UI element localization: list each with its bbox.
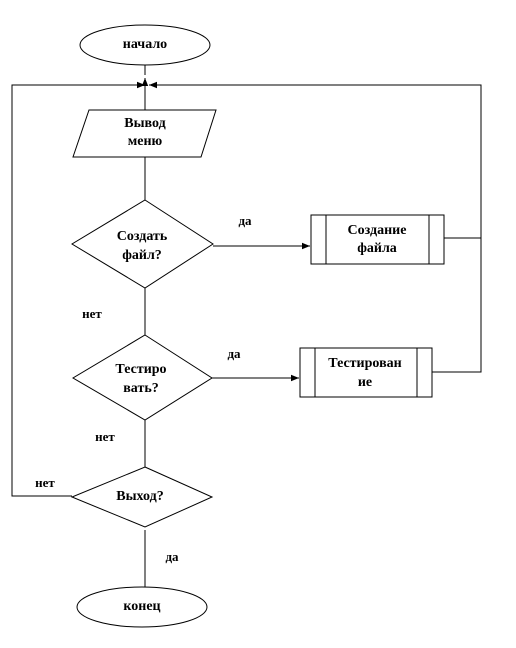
create-process-line1: Создание [348,223,407,238]
connector-test-return [432,238,482,373]
edge-label-test-no: нет [95,429,115,444]
create-process-line2: файла [357,241,397,256]
connectors [11,65,482,590]
test-decision: Тестиро вать? [72,334,213,421]
create-decision: Создать файл? [71,199,214,289]
menu-label-line1: Вывод [124,116,165,131]
test-process: Тестирован ие [299,347,433,398]
create-decision-line1: Создать [117,229,168,244]
create-decision-line2: файл? [122,248,162,263]
test-decision-line1: Тестиро [115,362,166,377]
connector-exit-no-loop [11,81,145,497]
test-process-line1: Тестирован [328,356,401,371]
edge-label-exit-yes: да [165,549,179,564]
edge-label-create-no: нет [82,306,102,321]
edge-labels: да нет да нет нет да [35,213,252,564]
menu-output: Вывод меню [72,109,217,158]
start-label: начало [123,37,167,52]
edge-label-create-yes: да [238,213,252,228]
edge-label-test-yes: да [227,346,241,361]
end-label: конец [123,599,160,614]
edge-label-exit-no: нет [35,475,55,490]
exit-decision-label: Выход? [116,489,163,504]
start-terminal: начало [79,24,211,66]
connector-create-return [149,81,482,239]
end-terminal: конец [76,586,208,628]
test-process-line2: ие [358,375,372,390]
create-process: Создание файла [310,214,445,265]
test-decision-line2: вать? [123,381,158,396]
exit-decision: Выход? [70,466,214,528]
menu-label-line2: меню [128,134,163,149]
